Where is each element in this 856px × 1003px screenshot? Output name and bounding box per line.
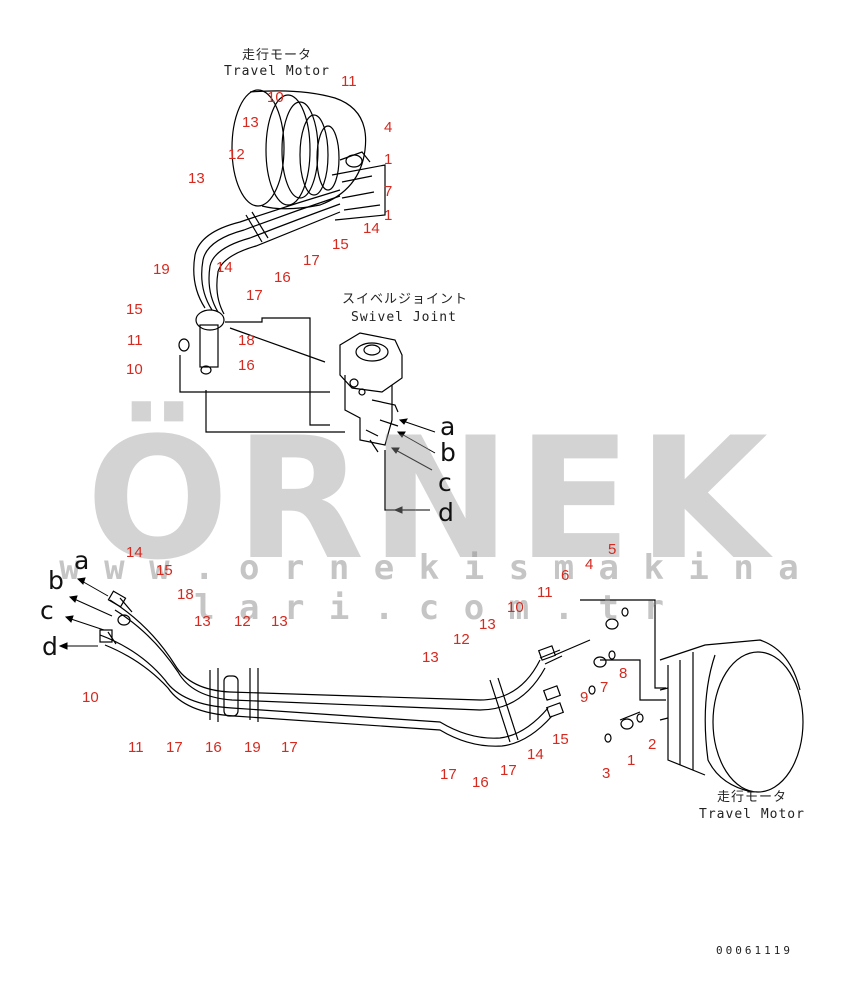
part-label: 17 [303,252,320,269]
part-label: 12 [453,631,470,648]
port-c-bottom: c [40,596,54,625]
caption-top-motor-jp: 走行モータ [241,48,312,63]
part-label: 19 [244,739,261,756]
port-b-bottom: b [48,566,64,595]
part-label: 9 [580,689,589,706]
part-label: 15 [126,301,143,318]
caption-top-motor-en: Travel Motor [224,64,330,79]
left-fitting-cluster [178,309,345,433]
part-label: 13 [242,114,259,131]
part-label: 14 [126,544,143,561]
port-d-bottom: d [42,632,58,661]
part-label: 3 [602,765,611,782]
top-hoses [193,189,341,315]
part-label: 7 [384,183,393,200]
part-label: 11 [127,332,143,349]
part-label: 12 [228,146,245,163]
part-label: 7 [600,679,609,696]
part-label: 13 [194,613,211,630]
port-a-top: a [440,412,456,441]
watermark-url: w w w . o r n e k i s m a k i n a l a r … [59,548,801,628]
caption-bottom-motor-en: Travel Motor [699,807,805,822]
part-label: 13 [479,616,496,633]
part-label: 5 [608,541,617,558]
part-label: 13 [422,649,439,666]
part-label: 8 [619,665,628,682]
part-label: 10 [82,689,99,706]
document-number: 00061119 [716,944,793,957]
right-fittings [537,599,666,743]
part-label: 10 [267,89,284,106]
part-label: 17 [281,739,298,756]
part-label: 18 [238,332,255,349]
part-label: 17 [246,287,263,304]
port-d-top: d [438,498,454,527]
part-label: 11 [537,584,553,601]
caption-swivel-jp: スイベルジョイント [341,292,468,307]
part-label: 1 [384,151,393,168]
part-label: 17 [500,762,517,779]
caption-swivel-en: Swivel Joint [351,310,457,325]
bottom-port-arrows [58,577,113,650]
part-label: 4 [384,119,393,136]
part-label: 13 [271,613,288,630]
part-label: 10 [507,599,524,616]
bottom-hoses [99,590,553,747]
part-label: 11 [341,73,357,90]
part-label: 18 [177,586,194,603]
swivel-joint [339,332,415,511]
part-label: 15 [332,236,349,253]
part-label: 16 [472,774,489,791]
port-c-top: c [438,468,452,497]
part-label: 1 [627,752,636,769]
part-label: 17 [440,766,457,783]
part-label: 14 [363,220,380,237]
part-label: 11 [128,739,144,756]
part-label: 19 [153,261,170,278]
part-label: 14 [527,746,544,763]
top-port-arrows [390,418,436,514]
part-label: 13 [188,170,205,187]
part-label: 16 [205,739,222,756]
part-label: 6 [561,567,570,584]
bottom-travel-motor [659,639,804,793]
port-b-top: b [440,438,456,467]
part-label: 12 [234,613,251,630]
top-travel-motor [231,89,386,221]
part-label: 17 [166,739,183,756]
watermark-brand: ÖRNEK [86,401,774,597]
part-label: 4 [585,556,594,573]
part-label: 16 [274,269,291,286]
part-label: 15 [552,731,569,748]
part-label: 14 [216,259,233,276]
part-label: 15 [156,562,173,579]
port-a-bottom: a [74,546,90,575]
part-label: 16 [238,357,255,374]
part-label: 10 [126,361,143,378]
part-label: 2 [648,736,657,753]
part-label: 1 [384,207,393,224]
caption-bottom-motor-jp: 走行モータ [716,790,787,805]
